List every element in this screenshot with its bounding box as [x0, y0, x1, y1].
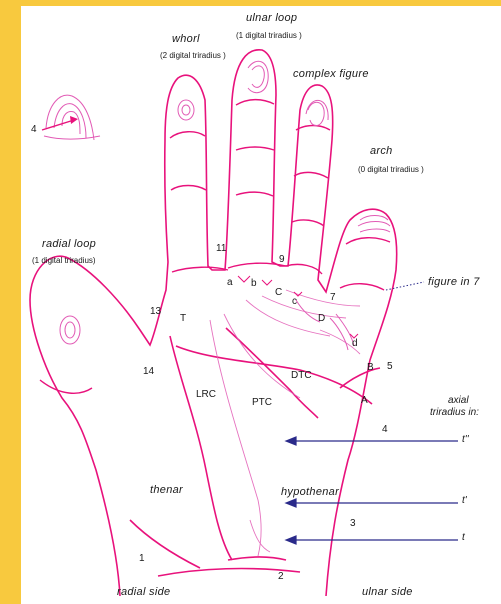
axial-t1-label: t' — [462, 495, 467, 506]
lrc-label: LRC — [196, 389, 216, 400]
line-number-3: 3 — [350, 518, 356, 529]
axial-t-label: t — [462, 532, 465, 543]
line-number-2: 2 — [278, 571, 284, 582]
line-number-9: 9 — [279, 254, 285, 265]
axial-title-2: triradius in: — [430, 407, 479, 418]
hand-outline — [30, 50, 397, 596]
triradius-B: B — [367, 362, 374, 373]
ulnar-loop-sub-label: (1 digital triradius ) — [236, 31, 302, 40]
triradius-A: A — [361, 395, 368, 406]
figure-in-7-label: figure in 7 — [428, 276, 480, 288]
complex-figure-label: complex figure — [293, 68, 369, 80]
ridge-lines — [210, 290, 360, 556]
line-number-14: 14 — [143, 366, 154, 377]
line-number-1: 1 — [139, 553, 145, 564]
triradius-c: c — [292, 296, 297, 307]
radial-loop-sub-label: (1 digital triradius) — [32, 256, 96, 265]
radial-loop-label: radial loop — [42, 238, 96, 250]
triradius-a: a — [227, 277, 233, 288]
hypothenar-label: hypothenar — [281, 486, 339, 498]
figure-in-7-pointer — [386, 282, 424, 290]
fingerprint-patterns — [60, 61, 390, 350]
arch-label: arch — [370, 145, 393, 157]
arch-sub-label: (0 digital triradius ) — [358, 165, 424, 174]
ptc-label: PTC — [252, 397, 272, 408]
line-number-5: 5 — [387, 361, 393, 372]
axial-title-1: axial — [448, 395, 469, 406]
whorl-label: whorl — [172, 33, 200, 45]
line-number-7: 7 — [330, 292, 336, 303]
triradius-b: b — [251, 278, 257, 289]
triradius-T: T — [180, 313, 186, 324]
axial-t2-label: t'' — [462, 434, 469, 445]
thenar-label: thenar — [150, 484, 183, 496]
dtc-label: DTC — [291, 370, 312, 381]
line-number-11: 11 — [216, 243, 226, 254]
triradius-D: D — [318, 313, 325, 324]
line-number-13: 13 — [150, 306, 161, 317]
ulnar-loop-label: ulnar loop — [246, 12, 297, 24]
triradius-C: C — [275, 287, 282, 298]
line-number-4: 4 — [382, 424, 388, 435]
palmar-creases — [130, 328, 380, 576]
whorl-sub-label: (2 digital triradius ) — [160, 51, 226, 60]
triradius-d: d — [352, 338, 358, 349]
inset-number-4: 4 — [31, 124, 37, 135]
radial-side-label: radial side — [117, 586, 170, 598]
ulnar-side-label: ulnar side — [362, 586, 413, 598]
